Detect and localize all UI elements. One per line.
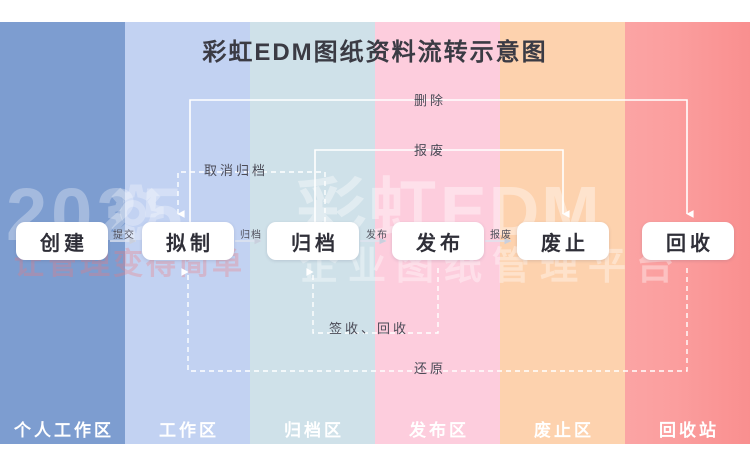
flow-label-restore: 还原 — [414, 361, 447, 376]
node-publish[interactable]: 发布 — [392, 222, 484, 260]
node-obsolete[interactable]: 废止 — [517, 222, 609, 260]
zone-personal: 个人工作区 — [14, 420, 114, 440]
top-white-band — [0, 0, 750, 22]
flow-line-delete — [189, 99, 694, 222]
step-label-scrap: 报废 — [490, 230, 512, 241]
node-create[interactable]: 创建 — [16, 222, 108, 260]
zone-recycle: 回收站 — [659, 420, 719, 440]
flow-label-delete: 删除 — [414, 93, 447, 108]
flow-label-scrap: 报废 — [414, 143, 447, 158]
node-draft[interactable]: 拟制 — [142, 222, 234, 260]
step-label-publish: 发布 — [366, 230, 388, 241]
flow-line-restore — [181, 268, 688, 372]
zone-archive: 归档区 — [284, 420, 344, 440]
flow-line-unarchive — [177, 171, 326, 222]
page-title: 彩虹EDM图纸资料流转示意图 — [202, 39, 548, 66]
zone-label-bar: 个人工作区 工作区 归档区 发布区 废止区 回收站 — [0, 400, 750, 456]
bottom-white-band — [0, 444, 750, 456]
flow-label-signreceive: 签收、回收 — [329, 321, 410, 336]
flow-line-signreceive — [306, 268, 439, 334]
step-label-archive: 归档 — [240, 230, 262, 241]
flow-line-scrap — [314, 149, 570, 222]
node-recycle[interactable]: 回收 — [642, 222, 734, 260]
zone-obsolete: 废止区 — [534, 420, 594, 440]
step-label-submit: 提交 — [113, 230, 135, 241]
node-archive[interactable]: 归档 — [267, 222, 359, 260]
flow-label-unarchive: 取消归档 — [204, 163, 269, 178]
zone-work: 工作区 — [159, 420, 219, 440]
zone-publish: 发布区 — [409, 420, 469, 440]
